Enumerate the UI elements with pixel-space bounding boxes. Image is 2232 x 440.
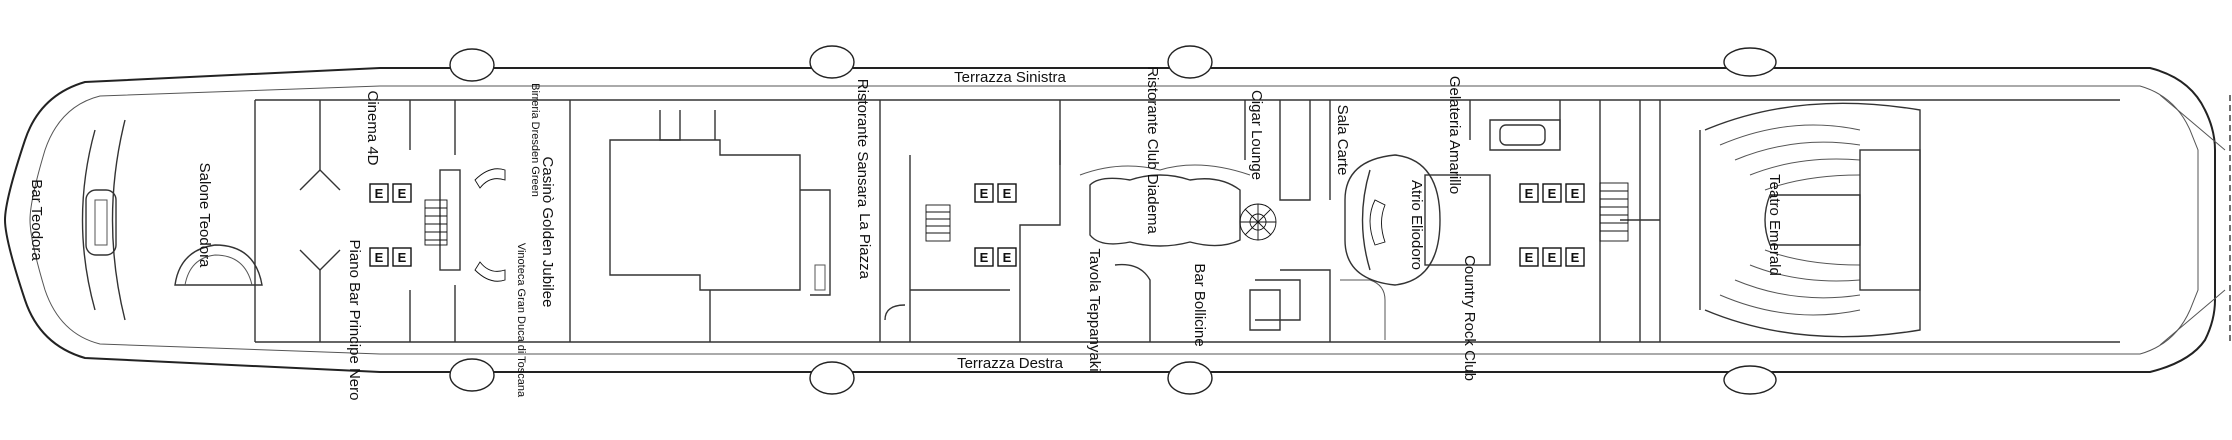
bow-structure <box>2159 94 2226 346</box>
elevator-icon: E <box>1571 186 1580 201</box>
terrace-port-label: Terrazza Sinistra <box>954 69 1066 86</box>
room-label-gelateria: Gelateria Amarillo <box>1446 76 1463 194</box>
elevator-icon: E <box>980 186 989 201</box>
elevator-icon: E <box>1003 250 1012 265</box>
elevator-icon: E <box>1525 186 1534 201</box>
room-label-country-rock: Country Rock Club <box>1461 255 1478 381</box>
stairs-forward <box>1599 182 1629 242</box>
diadema-area <box>1059 140 1251 342</box>
room-label-birreria: Birreria Dresden Green <box>529 83 541 197</box>
terrace-starboard-label: Terrazza Destra <box>957 355 1064 372</box>
elevator-icon: E <box>1003 186 1012 201</box>
elevator-box <box>1565 247 1585 267</box>
stairs-mid <box>925 204 951 242</box>
spiral-stair <box>1239 203 1277 241</box>
room-label-bar-teodora: Bar Teodora <box>28 179 45 261</box>
stairs-atrium <box>1369 199 1386 246</box>
elevator-box <box>997 247 1017 267</box>
elevator-icon: E <box>398 250 407 265</box>
room-label-sala-carte: Sala Carte <box>1334 105 1351 176</box>
room-label-tavola-teppanyaki: Tavola Teppanyaki <box>1086 248 1103 371</box>
elevator-icon: E <box>1525 250 1534 265</box>
elevator-icon: E <box>1571 250 1580 265</box>
room-label-ristorante-diadema: Ristorante Club Diadema <box>1144 66 1161 234</box>
stairs-aft <box>424 168 506 282</box>
elevator-icon: E <box>375 250 384 265</box>
elevator-box <box>369 183 389 203</box>
elevator-icon: E <box>398 186 407 201</box>
elevator-box <box>392 247 412 267</box>
elevator-icon: E <box>1548 186 1557 201</box>
lifeboat-stations-starboard <box>449 358 1777 395</box>
room-label-vinoteca: Vinoteca Gran Duca di Toscana <box>515 243 527 398</box>
room-label-teatro: Teatro Emerald <box>1766 174 1783 276</box>
hull-outline <box>3 67 2216 373</box>
theatre <box>1659 100 1921 342</box>
aft-lounge-area <box>81 100 263 342</box>
room-label-salone-teodora: Salone Teodora <box>196 163 213 268</box>
elevator-box <box>1542 247 1562 267</box>
lifeboat-stations-port <box>449 45 1777 82</box>
elevator-box <box>1565 183 1585 203</box>
elevator-box <box>974 247 994 267</box>
room-label-atrio: Atrio Eliodoro <box>1408 180 1425 270</box>
elevator-box <box>369 247 389 267</box>
room-label-ristorante-sansara: Ristorante Sansara <box>854 79 871 208</box>
room-label-bar-bollicine: Bar Bollicine <box>1191 263 1208 346</box>
elevator-box <box>392 183 412 203</box>
room-label-cigar-lounge: Cigar Lounge <box>1248 90 1265 180</box>
cinema-block <box>299 100 461 342</box>
cigar-bollicine-area <box>1244 100 1386 342</box>
elevator-icon: E <box>1548 250 1557 265</box>
elevator-box <box>1519 183 1539 203</box>
room-label-cinema-4d: Cinema 4D <box>364 90 381 165</box>
elevator-box <box>974 183 994 203</box>
casino-area <box>569 100 831 342</box>
elevator-icon: E <box>980 250 989 265</box>
hull-inner-line <box>29 85 2199 355</box>
elevator-box <box>997 183 1017 203</box>
elevator-box <box>1542 183 1562 203</box>
room-label-la-piazza: La Piazza <box>856 213 873 280</box>
room-label-casino: Casinò Golden Jubilee <box>539 157 556 308</box>
room-label-piano-bar: Piano Bar Principe Nero <box>346 240 363 401</box>
elevator-icon: E <box>375 186 384 201</box>
elevator-box <box>1519 247 1539 267</box>
